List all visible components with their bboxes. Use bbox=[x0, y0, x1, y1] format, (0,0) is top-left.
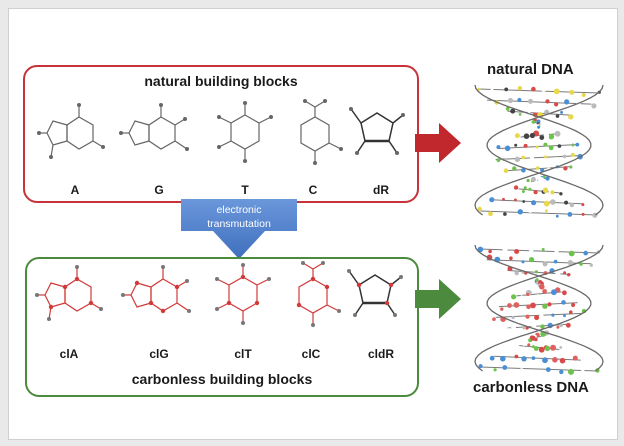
electronic-transmutation-arrow: electronic transmutation bbox=[181, 199, 297, 261]
transmutation-label-line2: transmutation bbox=[207, 218, 271, 230]
carbonless-guanine-structure-icon bbox=[121, 265, 191, 314]
natural-right-arrow-icon bbox=[415, 123, 461, 163]
natural-panel-title: natural building blocks bbox=[144, 73, 298, 89]
natural-building-blocks-panel: natural building blocks A bbox=[23, 65, 419, 203]
natural-dna-title: natural DNA bbox=[487, 61, 574, 78]
carbonless-deoxyribose-structure-icon bbox=[347, 269, 403, 317]
molecule-label-a: A bbox=[70, 183, 80, 197]
carbonless-right-arrow-icon bbox=[415, 279, 461, 319]
carbonless-panel-title: carbonless building blocks bbox=[131, 371, 313, 387]
molecule-label-clc: clC bbox=[301, 347, 321, 361]
molecule-label-clg: clG bbox=[149, 347, 169, 361]
carbonless-building-blocks-panel: clA clG bbox=[25, 257, 419, 397]
carbonless-cytosine-structure-icon bbox=[296, 261, 341, 327]
molecule-label-clt: clT bbox=[234, 347, 252, 361]
carbonless-dna-helix-image bbox=[474, 244, 604, 375]
thymine-structure-icon bbox=[217, 101, 273, 163]
molecule-label-g: G bbox=[154, 183, 164, 197]
adenine-structure-icon bbox=[37, 103, 105, 159]
carbonless-dna-title: carbonless DNA bbox=[473, 379, 589, 396]
transmutation-label-line1: electronic bbox=[216, 204, 262, 216]
transmutation-label: electronic transmutation bbox=[181, 203, 297, 231]
molecule-label-cla: clA bbox=[59, 347, 79, 361]
figure-frame: natural building blocks A bbox=[8, 8, 618, 440]
carbonless-thymine-structure-icon bbox=[215, 263, 271, 325]
deoxyribose-structure-icon bbox=[349, 107, 405, 155]
molecule-label-c: C bbox=[308, 183, 318, 197]
cytosine-structure-icon bbox=[300, 99, 343, 165]
molecule-label-dr: dR bbox=[373, 183, 389, 197]
molecule-label-cldr: cldR bbox=[367, 347, 394, 361]
natural-dna-helix-image bbox=[474, 84, 604, 218]
down-arrow-icon bbox=[181, 199, 297, 259]
molecule-label-t: T bbox=[241, 183, 249, 197]
carbonless-adenine-structure-icon bbox=[35, 265, 103, 321]
guanine-structure-icon bbox=[119, 103, 189, 151]
